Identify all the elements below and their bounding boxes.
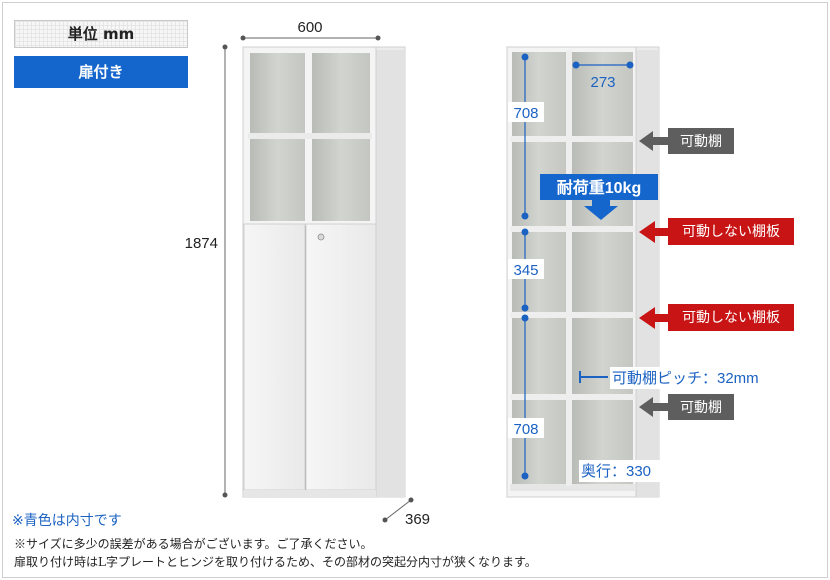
fixed-shelf-2-tag [639,304,794,331]
fixed-shelf-1-label: 可動しない棚板 [682,223,780,239]
inner-dimensions [521,53,634,480]
front-width-dimension [240,35,381,41]
adjustable-top-tag [639,128,734,154]
load-callout [540,174,658,220]
inner-size-note: ※青色は内寸です [12,513,122,529]
door-badge: 扉付き [14,56,188,88]
middle-height-label: 345 [513,262,538,279]
load-label: 耐荷重10kg [557,178,641,197]
front-cabinet [242,46,406,498]
pitch-bg [610,367,776,389]
front-height-label: 1874 [185,235,218,252]
unit-badge: 単位 mm [14,20,188,48]
adjustable-bottom-tag [639,394,734,420]
middle-height-bg [508,259,544,279]
lower-height-bg [508,418,544,438]
fixed-shelf-2-label: 可動しない棚板 [682,309,780,325]
front-depth-dimension [382,497,414,523]
inner-depth-label: 奥行：330 [581,463,651,480]
adjustable-top-label: 可動棚 [680,133,722,149]
front-depth-label: 369 [405,511,430,528]
depth-bg [579,460,661,482]
lower-height-label: 708 [513,421,538,438]
front-width-label: 600 [297,19,322,36]
door-note: 扉取り付け時はL字プレートとヒンジを取り付けるため、その部材の突起分内寸が狭くな… [14,555,537,569]
upper-height-label: 708 [513,105,538,122]
front-height-dimension [222,44,228,498]
upper-height-bg [508,102,544,122]
tolerance-note: ※サイズに多少の誤差がある場合がございます。ご了承ください。 [14,537,373,551]
shelf-width-label: 273 [590,74,615,91]
pitch-label: 可動棚ピッチ：32mm [612,370,759,387]
adjustable-bottom-label: 可動棚 [680,399,722,415]
fixed-shelf-1-tag [639,218,794,245]
